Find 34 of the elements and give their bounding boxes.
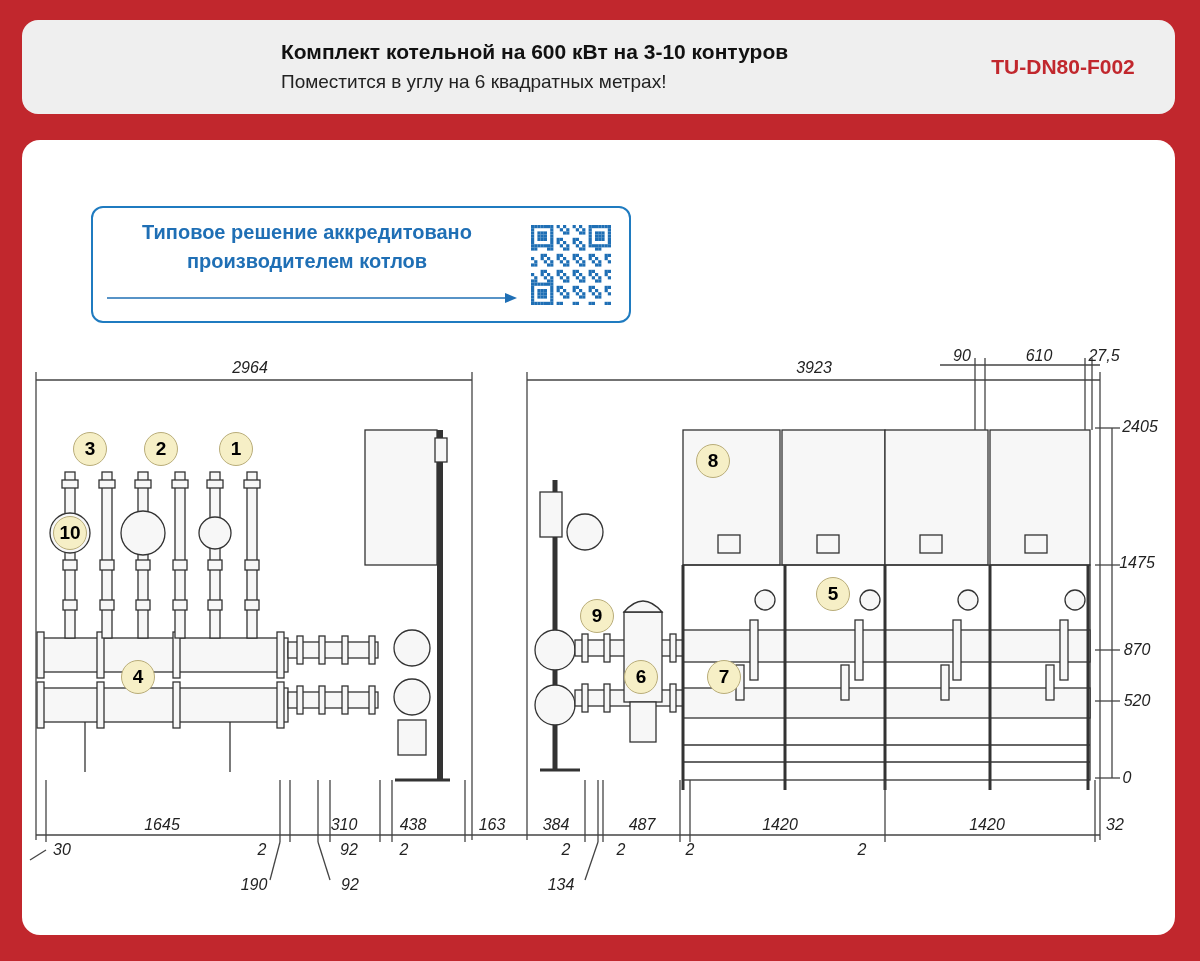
dimension-value: 310 bbox=[330, 816, 358, 834]
dimension-value: 610 bbox=[1025, 347, 1053, 365]
dimension-value: 384 bbox=[542, 816, 570, 834]
dimension-value: 90 bbox=[953, 347, 971, 365]
dimension-value: 2 bbox=[616, 841, 626, 859]
dimension-value: 3923 bbox=[796, 359, 832, 377]
dimension-value: 1420 bbox=[762, 816, 798, 834]
dimension-value: 2405 bbox=[1122, 418, 1158, 436]
dimension-value: 438 bbox=[399, 816, 427, 834]
dimension-value: 2964 bbox=[232, 359, 268, 377]
product-code: TU-DN80-F002 bbox=[991, 55, 1135, 79]
dimension-value: 520 bbox=[1123, 692, 1151, 710]
dimension-value: 2 bbox=[561, 841, 571, 859]
dimension-value: 190 bbox=[240, 876, 268, 894]
dimension-value: 870 bbox=[1123, 641, 1151, 659]
dimension-value: 2 bbox=[257, 841, 267, 859]
dimension-value: 27,5 bbox=[1088, 347, 1120, 365]
dimension-value: 92 bbox=[341, 876, 359, 894]
dimension-value: 134 bbox=[547, 876, 575, 894]
dimension-value: 32 bbox=[1106, 816, 1124, 834]
dimension-value: 163 bbox=[478, 816, 506, 834]
dimension-value: 0 bbox=[1122, 769, 1132, 787]
dimension-value: 1475 bbox=[1119, 554, 1155, 572]
page-title: Комплект котельной на 600 кВт на 3-10 контуров bbox=[281, 40, 789, 64]
dimension-value: 30 bbox=[53, 841, 71, 859]
dimension-value: 92 bbox=[340, 841, 358, 859]
dimension-value: 1645 bbox=[144, 816, 180, 834]
dimension-value: 2 bbox=[857, 841, 867, 859]
dimension-value: 487 bbox=[628, 816, 656, 834]
note-text: Типовое решение аккредитовано производителем котлов bbox=[141, 220, 473, 274]
dimension-value: 2 bbox=[399, 841, 409, 859]
dimension-value: 2 bbox=[685, 841, 695, 859]
dimension-value: 1420 bbox=[969, 816, 1005, 834]
subtitle-text: Поместится в углу на 6 квадратных метрах! bbox=[281, 71, 667, 93]
